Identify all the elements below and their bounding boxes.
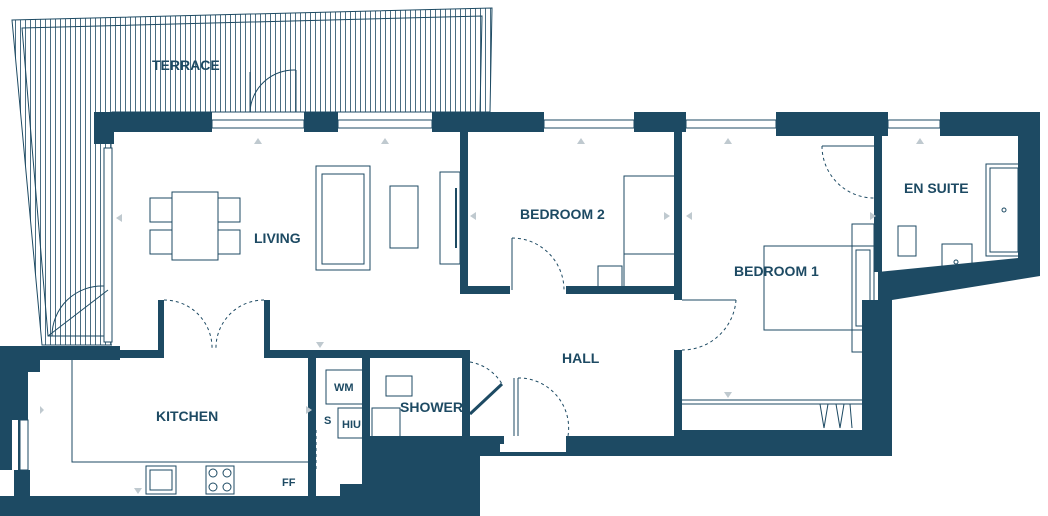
fixture-label-s: S xyxy=(324,415,331,427)
bed-bedroom-2 xyxy=(597,175,677,289)
room-label-hall: HALL xyxy=(562,350,600,366)
room-label-en-suite: EN SUITE xyxy=(904,180,969,196)
coffee-table xyxy=(389,185,419,249)
walls xyxy=(0,112,1040,516)
room-label-living: LIVING xyxy=(254,230,301,246)
dining-set xyxy=(149,191,241,261)
room-label-bedroom-1: BEDROOM 1 xyxy=(734,263,819,279)
tv-unit xyxy=(439,171,461,265)
room-label-bedroom-2: BEDROOM 2 xyxy=(520,206,605,222)
wardrobe xyxy=(682,399,862,429)
windows xyxy=(19,119,941,471)
fixture-label-ff: FF xyxy=(282,477,296,489)
ensuite-fixtures xyxy=(897,163,1023,271)
shower-fixtures xyxy=(371,375,455,497)
sofa xyxy=(315,165,371,271)
kitchen-counter xyxy=(71,360,308,495)
room-label-terrace: TERRACE xyxy=(152,57,220,73)
window-markers xyxy=(40,138,924,494)
room-label-kitchen: KITCHEN xyxy=(156,408,218,424)
fixture-label-wm: WM xyxy=(334,382,354,394)
room-label-shower: SHOWER xyxy=(400,399,463,415)
utility-cupboard xyxy=(325,369,365,439)
bed-bedroom-1 xyxy=(763,223,875,353)
fixture-label-hiu: HIU xyxy=(342,419,361,431)
